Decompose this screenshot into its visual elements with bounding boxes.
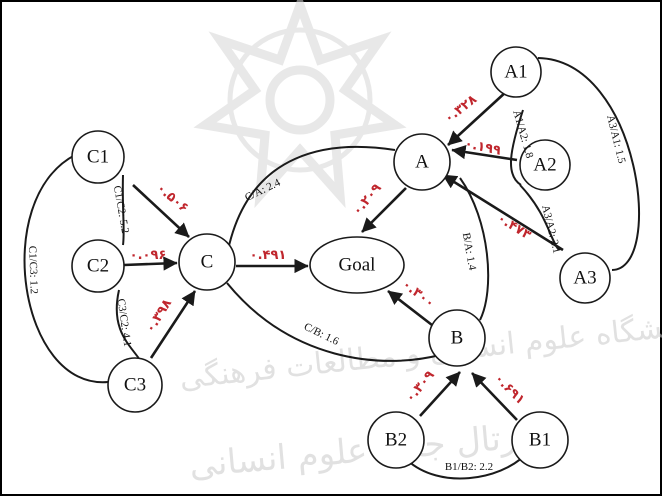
- node-c3-label: C3: [124, 375, 146, 396]
- arc-c1-c2: [121, 174, 125, 246]
- node-c: C: [178, 233, 236, 291]
- node-a: A: [393, 133, 451, 191]
- node-goal: Goal: [309, 236, 405, 294]
- weighted-edges: [123, 79, 564, 421]
- arc-b-a: [459, 177, 490, 321]
- node-a3: A3: [559, 252, 611, 304]
- node-goal-label: Goal: [339, 255, 376, 276]
- weight-c-goal: ۰.۴۹۱: [250, 248, 287, 263]
- ratio-b-a: B/A: 1.4: [460, 232, 478, 272]
- node-c1: C1: [71, 130, 125, 184]
- edge-b1-b: [471, 372, 518, 421]
- watermark-emblem: [193, 0, 407, 209]
- ratio-c1-c3: C1/C3: 1.2: [26, 246, 40, 295]
- node-a1: A1: [490, 46, 542, 98]
- nodes: A1 A2 A3 A C1 C2 C3 C: [71, 46, 611, 469]
- weight-c2-c: ۰.۰۹۶: [130, 248, 167, 263]
- edge-b2-b: [419, 371, 461, 417]
- arc-b1-b2: [406, 454, 526, 480]
- edge-c2-c: [123, 256, 178, 271]
- ratio-c1-c2: C1/C2: 5.2: [111, 185, 131, 235]
- arc-c-b: [226, 282, 441, 362]
- edge-a-goal: [361, 187, 407, 233]
- edge-c1-c: [132, 184, 190, 238]
- edge-c3-c: [149, 290, 197, 359]
- comparison-arcs: [23, 57, 641, 480]
- weight-b2-b: ۰.۳۰۹: [403, 368, 438, 406]
- ratio-a3-a2: A3/A2: 2.1: [539, 204, 563, 255]
- node-a1-label: A1: [504, 62, 527, 83]
- node-b2-label: B2: [385, 430, 407, 451]
- edge-a3-a: [442, 173, 564, 252]
- node-b: B: [428, 309, 486, 367]
- node-b1-label: B1: [529, 430, 551, 451]
- arc-c3-c2: [115, 289, 141, 361]
- watermark-line2: پرتال جامع علوم انسانی: [188, 416, 531, 486]
- node-a2: A2: [519, 139, 571, 191]
- node-c2: C2: [71, 239, 125, 293]
- arc-c-a: [227, 145, 396, 251]
- weight-b-goal: ۰.۳۰۰: [399, 277, 437, 311]
- arc-a3-a1: [537, 57, 641, 271]
- edge-a2-a: [451, 144, 518, 162]
- node-a2-label: A2: [533, 155, 556, 176]
- node-a3-label: A3: [573, 268, 596, 289]
- node-c3: C3: [107, 357, 163, 413]
- weight-a2-a: ۰.۱۹۹: [463, 136, 502, 158]
- ratio-b1-b2: B1/B2: 2.2: [445, 461, 493, 473]
- node-c1-label: C1: [87, 147, 109, 168]
- ratio-a1-a2: A1/A2: 1.8: [510, 109, 535, 160]
- edge-b-goal: [387, 289, 433, 327]
- node-c2-label: C2: [87, 256, 109, 277]
- node-c-label: C: [201, 252, 214, 273]
- weight-b1-b: ۰.۶۹۱: [491, 371, 528, 408]
- node-b1: B1: [511, 411, 569, 469]
- arc-c1-c3: [23, 154, 109, 384]
- ratio-a3-a1: A3/A1: 1.5: [604, 114, 628, 165]
- watermark: پژوهشگاه علوم انسانی و مطالعات فرهنگی پر…: [178, 0, 662, 486]
- node-b2: B2: [367, 411, 425, 469]
- weight-a3-a: ۰.۴۷۳: [494, 211, 533, 243]
- node-a-label: A: [415, 152, 429, 173]
- node-b-label: B: [451, 328, 464, 349]
